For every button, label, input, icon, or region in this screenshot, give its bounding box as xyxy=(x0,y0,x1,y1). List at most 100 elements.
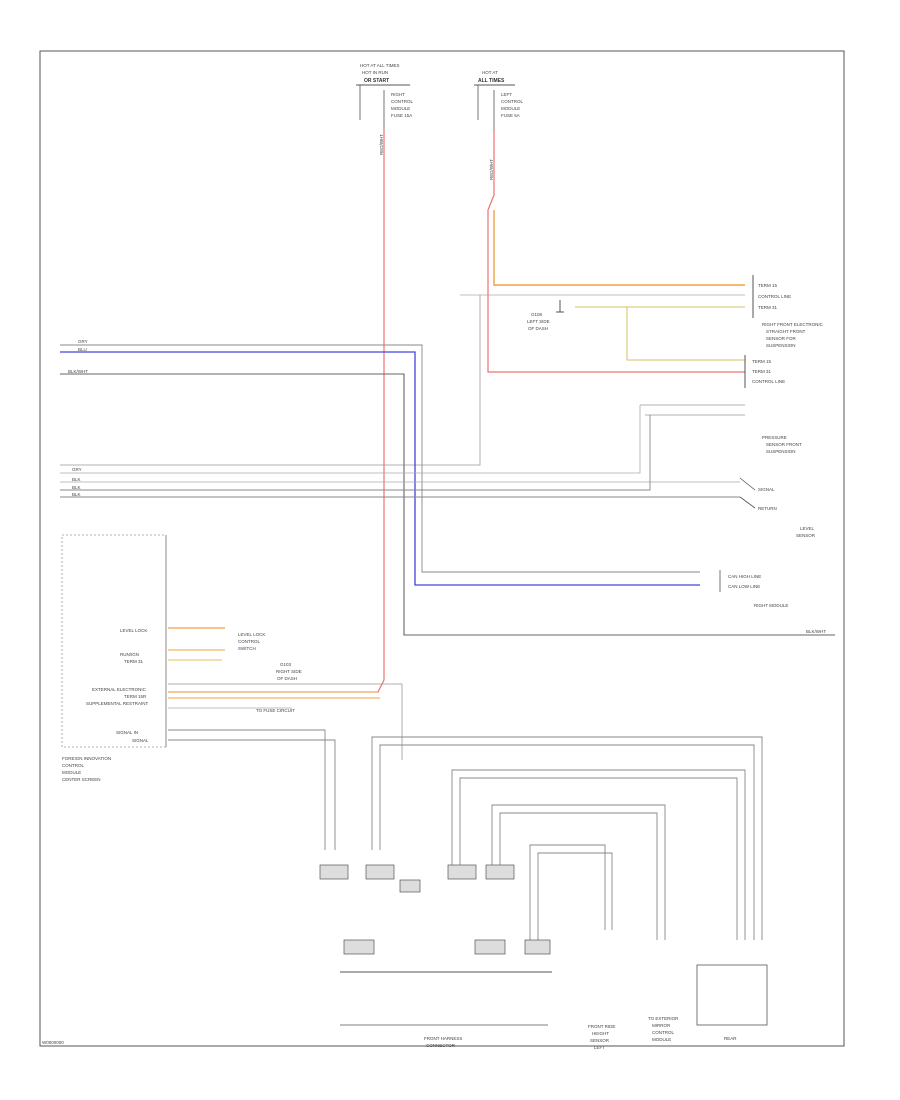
gw-pin-2: RETURN xyxy=(758,506,777,511)
front-harness-1: FRONT HARNESS xyxy=(424,1036,462,1041)
pressure-sensor-name-2: SENSOR FRONT xyxy=(766,442,802,447)
right-sensor-2: TERM 15 TERM 31 CONTROL LINE xyxy=(744,355,785,388)
top-connector-1-fuse-4: FUSE 15A xyxy=(391,113,412,118)
pressure-sensor-name-3: SUSPENSION xyxy=(766,449,796,454)
wire-blk-wht xyxy=(60,373,835,636)
sensor2-pin-1: TERM 15 xyxy=(752,359,772,364)
left-wire-5: BLK xyxy=(72,477,81,482)
ground-name-1: G108 xyxy=(531,312,543,317)
top-connector-2-line-1: HOT AT xyxy=(482,70,498,75)
wire-blue xyxy=(60,351,700,586)
top-connector-1-line-3: OR START xyxy=(364,78,389,84)
wire-red-1 xyxy=(168,130,385,693)
sensor1-name-4: SUSPENSION xyxy=(766,343,796,348)
wire-gray-top xyxy=(60,344,700,573)
left-wire-3: BLK/WHT xyxy=(68,369,88,374)
control-pin-5: TERM 15R xyxy=(124,694,147,699)
gw-name-1: LEVEL xyxy=(800,526,815,531)
diagram-frame xyxy=(39,50,845,1047)
left-wire-6: BLK xyxy=(72,485,81,490)
connector-blocks xyxy=(319,864,551,955)
right-module-pin-1: CAN HIGH LINE xyxy=(728,574,761,579)
control-name-3: MODULE xyxy=(62,770,81,775)
control-pin-3: TERM 31 xyxy=(124,659,144,664)
blk-wht-right: BLK/WHT xyxy=(806,629,826,634)
footer-code: W0000000 xyxy=(42,1040,64,1045)
control-pin-1: LEVEL LOCK xyxy=(120,628,147,633)
top-connector-2-fuse-4: FUSE 5A xyxy=(501,113,520,118)
sensor1-pin-2: CONTROL LINE xyxy=(758,294,791,299)
right-module-label: RIGHT MODULE xyxy=(754,603,788,608)
rear-box xyxy=(696,964,768,1026)
top-connector-1-fuse-1: RIGHT xyxy=(391,92,405,97)
control-pin-2: RUN/IGN xyxy=(120,652,139,657)
pressure-sensor-name-1: PRESSURE xyxy=(762,435,787,440)
top-connector-2-fuse-3: MODULE xyxy=(501,106,520,111)
control-name-4: CENTER SCREEN xyxy=(62,777,101,782)
top-wire-label-1: RED/WHT xyxy=(379,134,384,155)
top-connector-2-fuse-2: CONTROL xyxy=(501,99,523,104)
front-ride-3: SENSOR xyxy=(590,1038,610,1043)
front-ride-4: LEFT xyxy=(594,1045,605,1050)
top-connector-1-line-2: HOT IN RUN xyxy=(362,70,388,75)
front-ride-2: HEIGHT xyxy=(592,1031,609,1036)
ground-g108: G108 LEFT SIDE OF DASH xyxy=(527,300,564,331)
left-wire-4: GRY xyxy=(72,467,82,472)
sensor1-pin-1: TERM 15 xyxy=(758,283,778,288)
ground-name-2: LEFT SIDE xyxy=(527,319,550,324)
sensor2-pin-3: CONTROL LINE xyxy=(752,379,785,384)
wire-gray-s2 xyxy=(60,295,745,466)
control-name-2: CONTROL xyxy=(62,763,84,768)
control-pin-8: SIGNAL xyxy=(132,738,149,743)
wire-gray-cm xyxy=(168,683,403,760)
lower-harness xyxy=(371,736,763,940)
left-wire-7: BLK xyxy=(72,492,81,497)
exterior-mirror-1: TO EXTERIOR xyxy=(648,1016,679,1021)
level-lock-box-3: SWITCH xyxy=(238,646,256,651)
rear-ground-1: G103 xyxy=(280,662,292,667)
top-wire-label-2: RED/WHT xyxy=(489,159,494,180)
wire-red-2 xyxy=(487,130,745,373)
control-name-1: FOREIGN INNOVATION xyxy=(62,756,111,761)
right-module: CAN HIGH LINE CAN LOW LINE RIGHT MODULE … xyxy=(719,570,826,634)
wire-gray-cm3 xyxy=(168,729,336,850)
sensor1-name-3: SENSOR FOR xyxy=(766,336,797,341)
right-sensor-1: TERM 15 CONTROL LINE TERM 31 RIGHT FRONT… xyxy=(752,275,824,348)
sensor1-pin-3: TERM 31 xyxy=(758,305,778,310)
front-ride-1: FRONT RIDE xyxy=(588,1024,615,1029)
top-connector-1-fuse-2: CONTROL xyxy=(391,99,413,104)
top-connector-hot-run-start: HOT AT ALL TIMES HOT IN RUN OR START RIG… xyxy=(356,63,413,155)
control-pin-7: SIGNAL IN xyxy=(116,730,138,735)
level-sensor: SIGNAL RETURN LEVEL SENSOR xyxy=(739,477,816,538)
level-lock-box-1: LEVEL LOCK xyxy=(238,632,265,637)
level-lock-box-2: CONTROL xyxy=(238,639,260,644)
top-connector-1-line-1: HOT AT ALL TIMES xyxy=(360,63,400,68)
right-module-pin-2: CAN LOW LINE xyxy=(728,584,760,589)
wire-bundle-1 xyxy=(60,405,740,483)
sensor2-pin-2: TERM 31 xyxy=(752,369,772,374)
wire-orange-1 xyxy=(493,210,745,286)
left-wire-1: GRY xyxy=(78,339,88,344)
gw-pin-1: SIGNAL xyxy=(758,487,775,492)
left-wire-2: BLU xyxy=(78,347,87,352)
rear-ground-2: RIGHT SIDE xyxy=(276,669,302,674)
exterior-mirror-2: MIRROR xyxy=(652,1023,671,1028)
control-pin-6: SUPPLEMENTAL RESTRAINT xyxy=(86,701,149,706)
top-connector-hot-all-times: HOT AT ALL TIMES LEFT CONTROL MODULE FUS… xyxy=(474,70,523,180)
control-pin-4: EXTERNAL ELECTRONIC xyxy=(92,687,147,692)
top-connector-2-fuse-1: LEFT xyxy=(501,92,512,97)
to-fuse-circuit: TO FUSE CIRCUIT xyxy=(256,708,295,713)
rear-ground-3: OF DASH xyxy=(277,676,297,681)
exterior-mirror-3: CONTROL xyxy=(652,1030,674,1035)
top-connector-2-line-2: ALL TIMES xyxy=(478,78,505,84)
gw-name-2: SENSOR xyxy=(796,533,816,538)
sensor1-name-1: RIGHT FRONT ELECTRONIC xyxy=(762,322,824,327)
rear-box-label: REAR xyxy=(724,1036,737,1041)
wire-yellow-s1 xyxy=(575,306,745,361)
control-module: LEVEL LOCK RUN/IGN TERM 31 EXTERNAL ELEC… xyxy=(61,534,167,782)
wire-bundle-2 xyxy=(60,415,740,498)
sensor1-name-2: STRAIGHT FRONT xyxy=(766,329,806,334)
ground-name-3: OF DASH xyxy=(528,326,548,331)
top-connector-1-fuse-3: MODULE xyxy=(391,106,410,111)
